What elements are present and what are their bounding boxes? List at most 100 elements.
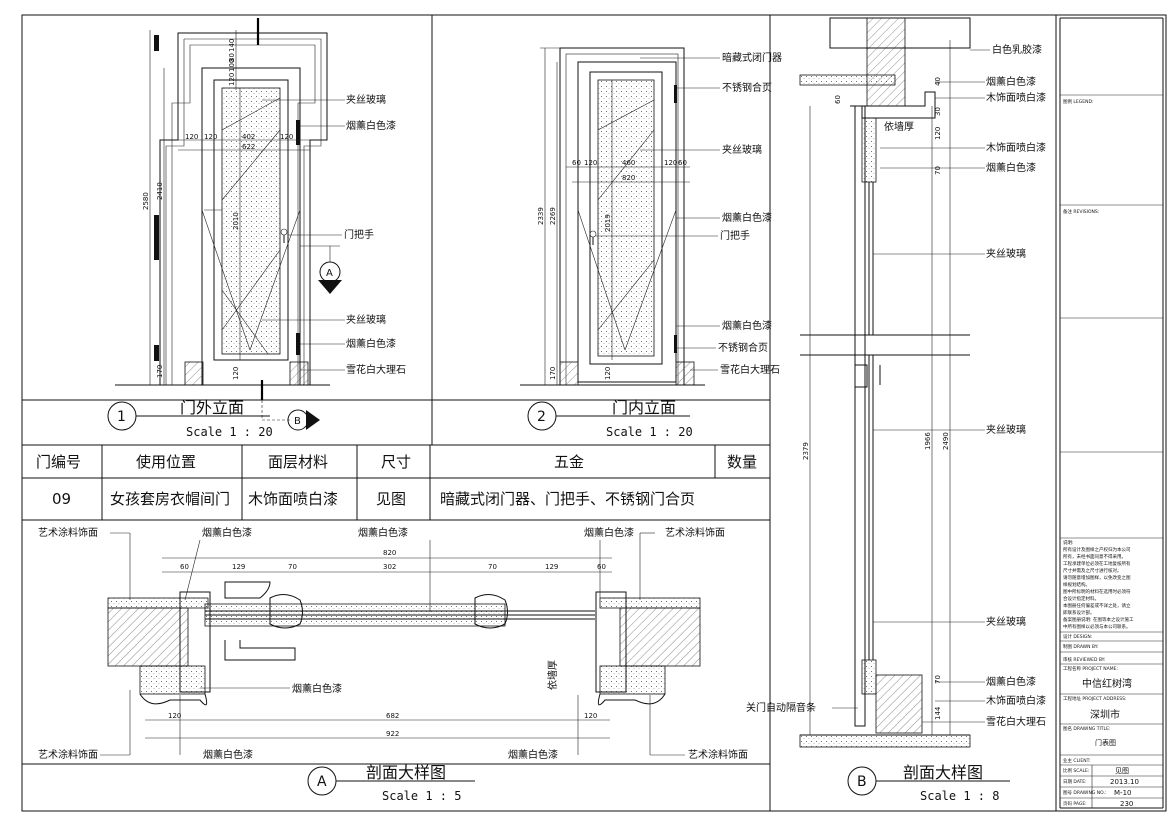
elev1-scale: Scale 1 : 20: [186, 425, 273, 439]
tb-note-line: 所有设计及图样之产权归为本公司: [1063, 546, 1131, 553]
tb-page-value: 230: [1120, 800, 1133, 808]
elev2-dim-820: 820: [622, 174, 635, 182]
secB-dim-120: 120: [934, 127, 942, 140]
table-header-size: 尺寸: [381, 453, 411, 471]
secA-dim-682: 682: [386, 712, 399, 720]
tb-page-label: 页码 PAGE:: [1063, 800, 1087, 807]
secA-label-smoke-white-1: 烟薰白色漆: [202, 526, 252, 539]
elevation-outside: 2580 2410 2010 170 120 140 80 100 120 40…: [107, 18, 406, 439]
tb-note-line: 合设计指定材料。: [1063, 595, 1099, 602]
tb-date-label: 日期 DATE:: [1063, 779, 1087, 785]
elev2-label-hinge-2: 不锈钢合页: [718, 341, 768, 354]
tb-drawn-by: 制图 DRAWN BY:: [1063, 643, 1098, 650]
tb-notes: 说明: 所有设计及图样之产权归为本公司 所有，未经书面同意不得采用。 工程承建单…: [1063, 539, 1134, 630]
table-header-finish: 面层材料: [268, 453, 328, 471]
secA-dim-129-l: 129: [232, 563, 245, 571]
secB-label-glass-2: 夹丝玻璃: [986, 423, 1026, 436]
elev2-dim-2269: 2269: [549, 207, 557, 225]
secB-label-marble: 雪花白大理石: [986, 715, 1046, 728]
secA-dim-120-r: 120: [584, 712, 597, 720]
tb-drawing-title-label: 图名 DRAWING TITLE:: [1063, 725, 1110, 732]
elev2-label-marble: 雪花白大理石: [720, 363, 780, 376]
elev2-label-glass: 夹丝玻璃: [722, 143, 762, 156]
secA-dim-820: 820: [383, 549, 396, 557]
elev1-dim-170: 170: [156, 365, 164, 378]
elev1-dim-2580: 2580: [142, 192, 150, 210]
sheet-border: [21, 14, 1167, 812]
tb-note-line: 中所有图样以必须与本公司联系。: [1063, 623, 1131, 630]
elev1-dim-100: 100: [228, 59, 236, 72]
secB-dim-2490: 2490: [942, 432, 950, 450]
tb-scale-value: 见图: [1115, 767, 1129, 775]
secA-dim-120-l: 120: [168, 712, 181, 720]
secB-dim-144: 144: [934, 706, 942, 720]
elev2-number: 2: [537, 409, 546, 425]
tb-client-label: 业主 CLIENT:: [1063, 757, 1090, 764]
elevation-inside: 2339 2269 2019 170 120 60 120 460 120 60…: [520, 47, 782, 439]
elev1-dim-120-bottom: 120: [232, 367, 240, 380]
elev1-dim-140: 140: [228, 39, 236, 52]
section-a-detail: 820 60 129 70 302 70 129 60 120 682 120 …: [38, 526, 748, 803]
secB-dim-30: 30: [934, 107, 942, 116]
elev1-dim-80: 80: [228, 53, 236, 62]
secB-label-smoke-white-2: 烟薰白色漆: [986, 161, 1036, 174]
secA-label-smoke-white-2: 烟薰白色漆: [358, 526, 408, 539]
tb-scale-label: 比例 SCALE:: [1063, 767, 1089, 774]
secA-label-art-paint-bl: 艺术涂料饰面: [38, 748, 98, 761]
secB-dim-70-top: 70: [934, 166, 942, 175]
tb-reviewed-by: 审核 REVIEWED BY:: [1063, 656, 1105, 663]
elev1-label-glass: 夹丝玻璃: [346, 93, 386, 106]
tb-drawing-no-label: 图号 DRAWING NO.:: [1063, 790, 1106, 796]
elev1-label-glass-2: 夹丝玻璃: [346, 313, 386, 326]
elev2-label-smoke-white-2: 烟薰白色漆: [722, 319, 772, 332]
elev1-label-handle: 门把手: [344, 228, 374, 241]
secB-label-wood-white-2: 木饰面喷白漆: [986, 141, 1046, 154]
elev1-number: 1: [117, 409, 126, 425]
callout-a-letter: A: [326, 268, 333, 279]
secB-label-smoke-white-1: 烟薰白色漆: [986, 75, 1036, 88]
secA-label-art-paint-br: 艺术涂料饰面: [688, 748, 748, 761]
tb-design: 设计 DESIGN:: [1063, 633, 1092, 640]
secA-title: 剖面大样图: [366, 763, 446, 782]
elev1-dim-402: 402: [242, 133, 255, 141]
elev1-label-marble: 雪花白大理石: [346, 363, 406, 376]
secB-scale: Scale 1 : 8: [920, 789, 999, 803]
elev1-title: 门外立面: [180, 398, 244, 417]
elev1-label-smoke-white: 烟薰白色漆: [346, 119, 396, 132]
secB-label-wood-white-3: 木饰面喷白漆: [986, 694, 1046, 707]
table-cell-finish: 木饰面喷白漆: [248, 490, 338, 508]
elev2-dim-170: 170: [549, 367, 557, 380]
secA-dim-70-r: 70: [488, 563, 497, 571]
secA-scale: Scale 1 : 5: [382, 789, 461, 803]
secA-dim-302: 302: [383, 563, 396, 571]
tb-revisions: 备注 REVISIONS:: [1063, 208, 1099, 215]
elev1-dim-2410: 2410: [156, 182, 164, 200]
secB-dim-60: 60: [834, 95, 842, 104]
table-cell-hardware: 暗藏式闭门器、门把手、不锈钢门合页: [440, 490, 695, 508]
tb-note-line: 说明:: [1063, 539, 1074, 546]
tb-note-line: 工程承建单位必须在工地复核所有: [1063, 560, 1131, 567]
secB-label-smoke-white-3: 烟薰白色漆: [986, 675, 1036, 688]
secB-dim-1966: 1966: [924, 432, 932, 450]
secB-dim-70-bottom: 70: [934, 675, 942, 684]
secA-dim-922: 922: [386, 730, 399, 738]
title-block: 图例 LEGEND: 备注 REVISIONS: 说明: 所有设计及图样之产权归…: [1059, 17, 1164, 809]
elev2-label-hinge: 不锈钢合页: [722, 81, 772, 94]
tb-project-address: 深圳市: [1090, 708, 1120, 721]
secA-label-smoke-white-3: 烟薰白色漆: [584, 526, 634, 539]
secB-label-glass-1: 夹丝玻璃: [986, 247, 1026, 260]
elev2-dim-460: 460: [622, 159, 635, 167]
elev2-title: 门内立面: [612, 398, 676, 417]
table-header-hardware: 五金: [554, 453, 584, 471]
elev2-dim-120: 120: [604, 367, 612, 380]
tb-legend: 图例 LEGEND:: [1063, 98, 1093, 105]
tb-note-line: 本图册任何偏差或不详之处，请立: [1063, 602, 1131, 609]
elev2-dim-120-r: 120: [664, 159, 677, 167]
elev2-label-handle: 门把手: [720, 229, 750, 242]
secA-dim-129-r: 129: [545, 563, 558, 571]
secA-label-smoke-white-mid: 烟薰白色漆: [292, 682, 342, 695]
secB-label-glass-3: 夹丝玻璃: [986, 615, 1026, 628]
secA-label-smoke-white-b1: 烟薰白色漆: [203, 748, 253, 761]
tb-note-line: 请勿随意增加图样，以免改变之图: [1063, 574, 1131, 581]
